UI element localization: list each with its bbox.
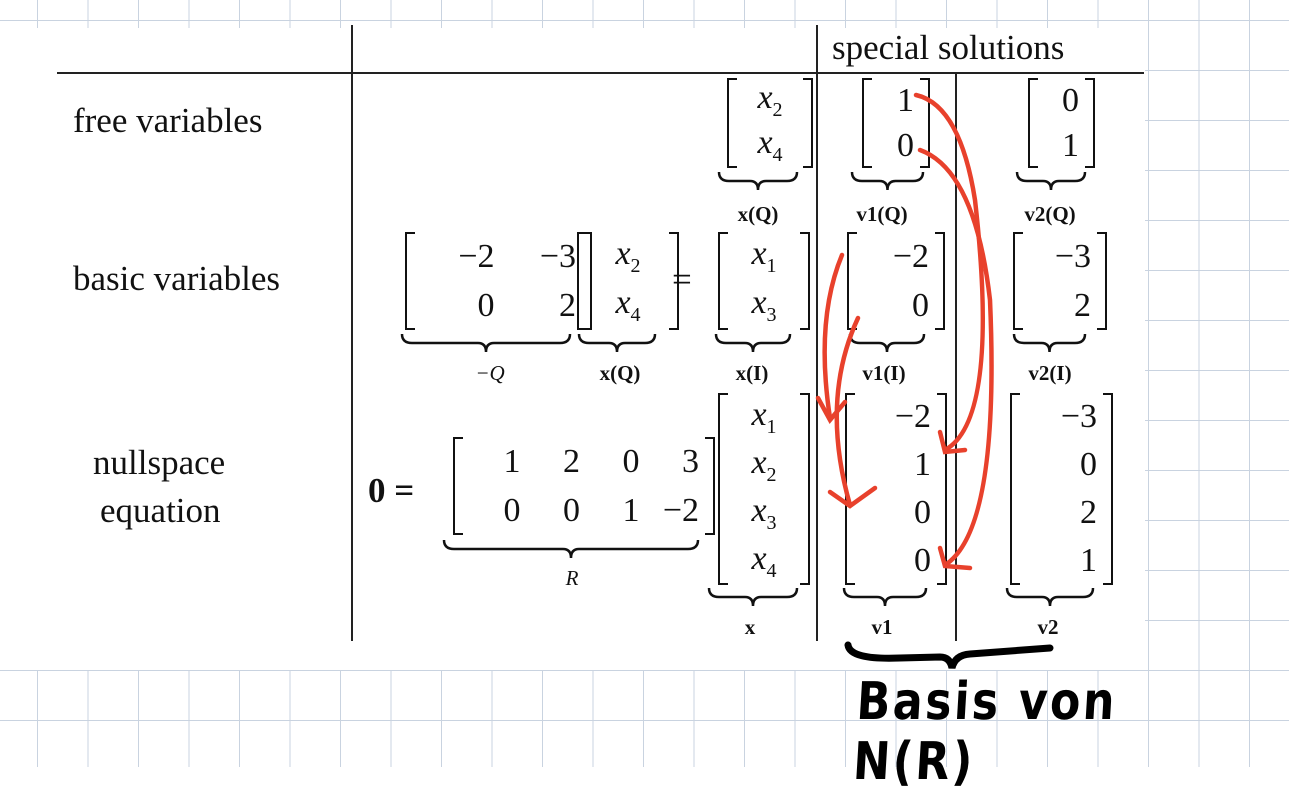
matrix-entry: −2: [892, 237, 929, 275]
matrix-entry: x2: [757, 79, 783, 121]
table-divider: [955, 74, 957, 641]
underbrace: [577, 333, 657, 353]
matrix-entry: 0: [503, 491, 521, 529]
matrix-entry: 0: [1080, 446, 1097, 483]
brace-label-v1-i: v1(I): [860, 361, 908, 385]
table-header-rule: [57, 72, 1144, 74]
underbrace: [1012, 333, 1087, 353]
matrix-entry: 1: [503, 442, 521, 480]
matrix-entry: 3: [682, 442, 699, 480]
matrix-entry: x2: [751, 443, 777, 486]
underbrace: [717, 171, 799, 191]
vector-x: x1 x2 x3 x4: [718, 393, 810, 585]
matrix-entry: x3: [751, 284, 777, 326]
matrix-entry: 1: [914, 446, 931, 483]
row-label-equation: equation: [100, 491, 221, 530]
matrix-entry: x2: [615, 235, 641, 277]
matrix-entry: 2: [563, 442, 580, 480]
matrix-entry: −3: [539, 237, 576, 275]
brace-label-x: x: [742, 615, 758, 639]
brace-label-v2-q: v2(Q): [1022, 202, 1078, 226]
brace-label-minus-q: −Q: [473, 361, 507, 385]
brace-label-v1-q: v1(Q): [854, 202, 910, 226]
matrix-entry: x4: [757, 124, 783, 166]
underbrace: [442, 539, 700, 559]
matrix-entry: x1: [751, 235, 777, 277]
handwritten-note: Basis von N(R): [851, 672, 1119, 792]
zero-equals: 0 =: [368, 471, 415, 510]
matrix-entry: 2: [1080, 494, 1097, 531]
brace-label-v2-i: v2(I): [1026, 361, 1074, 385]
matrix-entry: 1: [622, 491, 640, 529]
table-divider: [816, 25, 818, 641]
underbrace: [1015, 171, 1087, 191]
matrix-entry: x3: [751, 491, 777, 534]
matrix-entry: x4: [751, 539, 777, 582]
table-divider: [351, 25, 353, 641]
underbrace: [848, 333, 926, 353]
matrix-entry: x1: [751, 395, 777, 438]
brace-label-x-q: x(Q): [735, 202, 781, 226]
brace-label-x-i: x(I): [733, 361, 771, 385]
equals-sign: =: [672, 260, 692, 299]
matrix-entry: 0: [622, 442, 640, 480]
underbrace: [707, 587, 799, 607]
matrix-minus-q: −2 −3 0 2: [405, 232, 592, 330]
matrix-r: 1 2 0 3 0 0 1 −2: [453, 437, 715, 535]
row-label-free-variables: free variables: [73, 101, 263, 140]
matrix-entry: 1: [897, 81, 914, 119]
underbrace: [850, 171, 925, 191]
matrix-entry: 0: [1062, 81, 1079, 119]
matrix-entry: 0: [477, 286, 495, 324]
row-label-nullspace: nullspace: [93, 443, 226, 482]
matrix-entry: 0: [914, 494, 931, 531]
underbrace: [1005, 587, 1095, 607]
vector-v1: −2 1 0 0: [845, 393, 947, 585]
brace-label-x-q: x(Q): [597, 361, 643, 385]
matrix-entry: 0: [897, 126, 914, 164]
matrix-entry: 0: [563, 491, 580, 529]
brace-label-r: R: [563, 566, 581, 590]
underbrace: [842, 587, 928, 607]
brace-label-v2: v2: [1035, 615, 1061, 639]
underbrace: [400, 333, 572, 353]
brace-label-v1: v1: [869, 615, 895, 639]
matrix-entry: −2: [662, 491, 699, 529]
matrix-entry: 1: [1062, 126, 1079, 164]
vector-v2: −3 0 2 1: [1010, 393, 1113, 585]
matrix-entry: x4: [615, 284, 641, 326]
underbrace: [714, 333, 792, 353]
matrix-entry: 0: [912, 286, 929, 324]
matrix-entry: −3: [1054, 237, 1091, 275]
matrix-entry: 2: [559, 286, 576, 324]
matrix-entry: 0: [914, 542, 931, 579]
matrix-entry: −3: [1060, 398, 1097, 435]
matrix-entry: 1: [1080, 542, 1097, 579]
matrix-entry: 2: [1074, 286, 1091, 324]
matrix-entry: −2: [458, 237, 495, 275]
matrix-entry: −2: [894, 398, 931, 435]
row-label-basic-variables: basic variables: [73, 259, 280, 298]
header-special-solutions: special solutions: [832, 28, 1065, 67]
